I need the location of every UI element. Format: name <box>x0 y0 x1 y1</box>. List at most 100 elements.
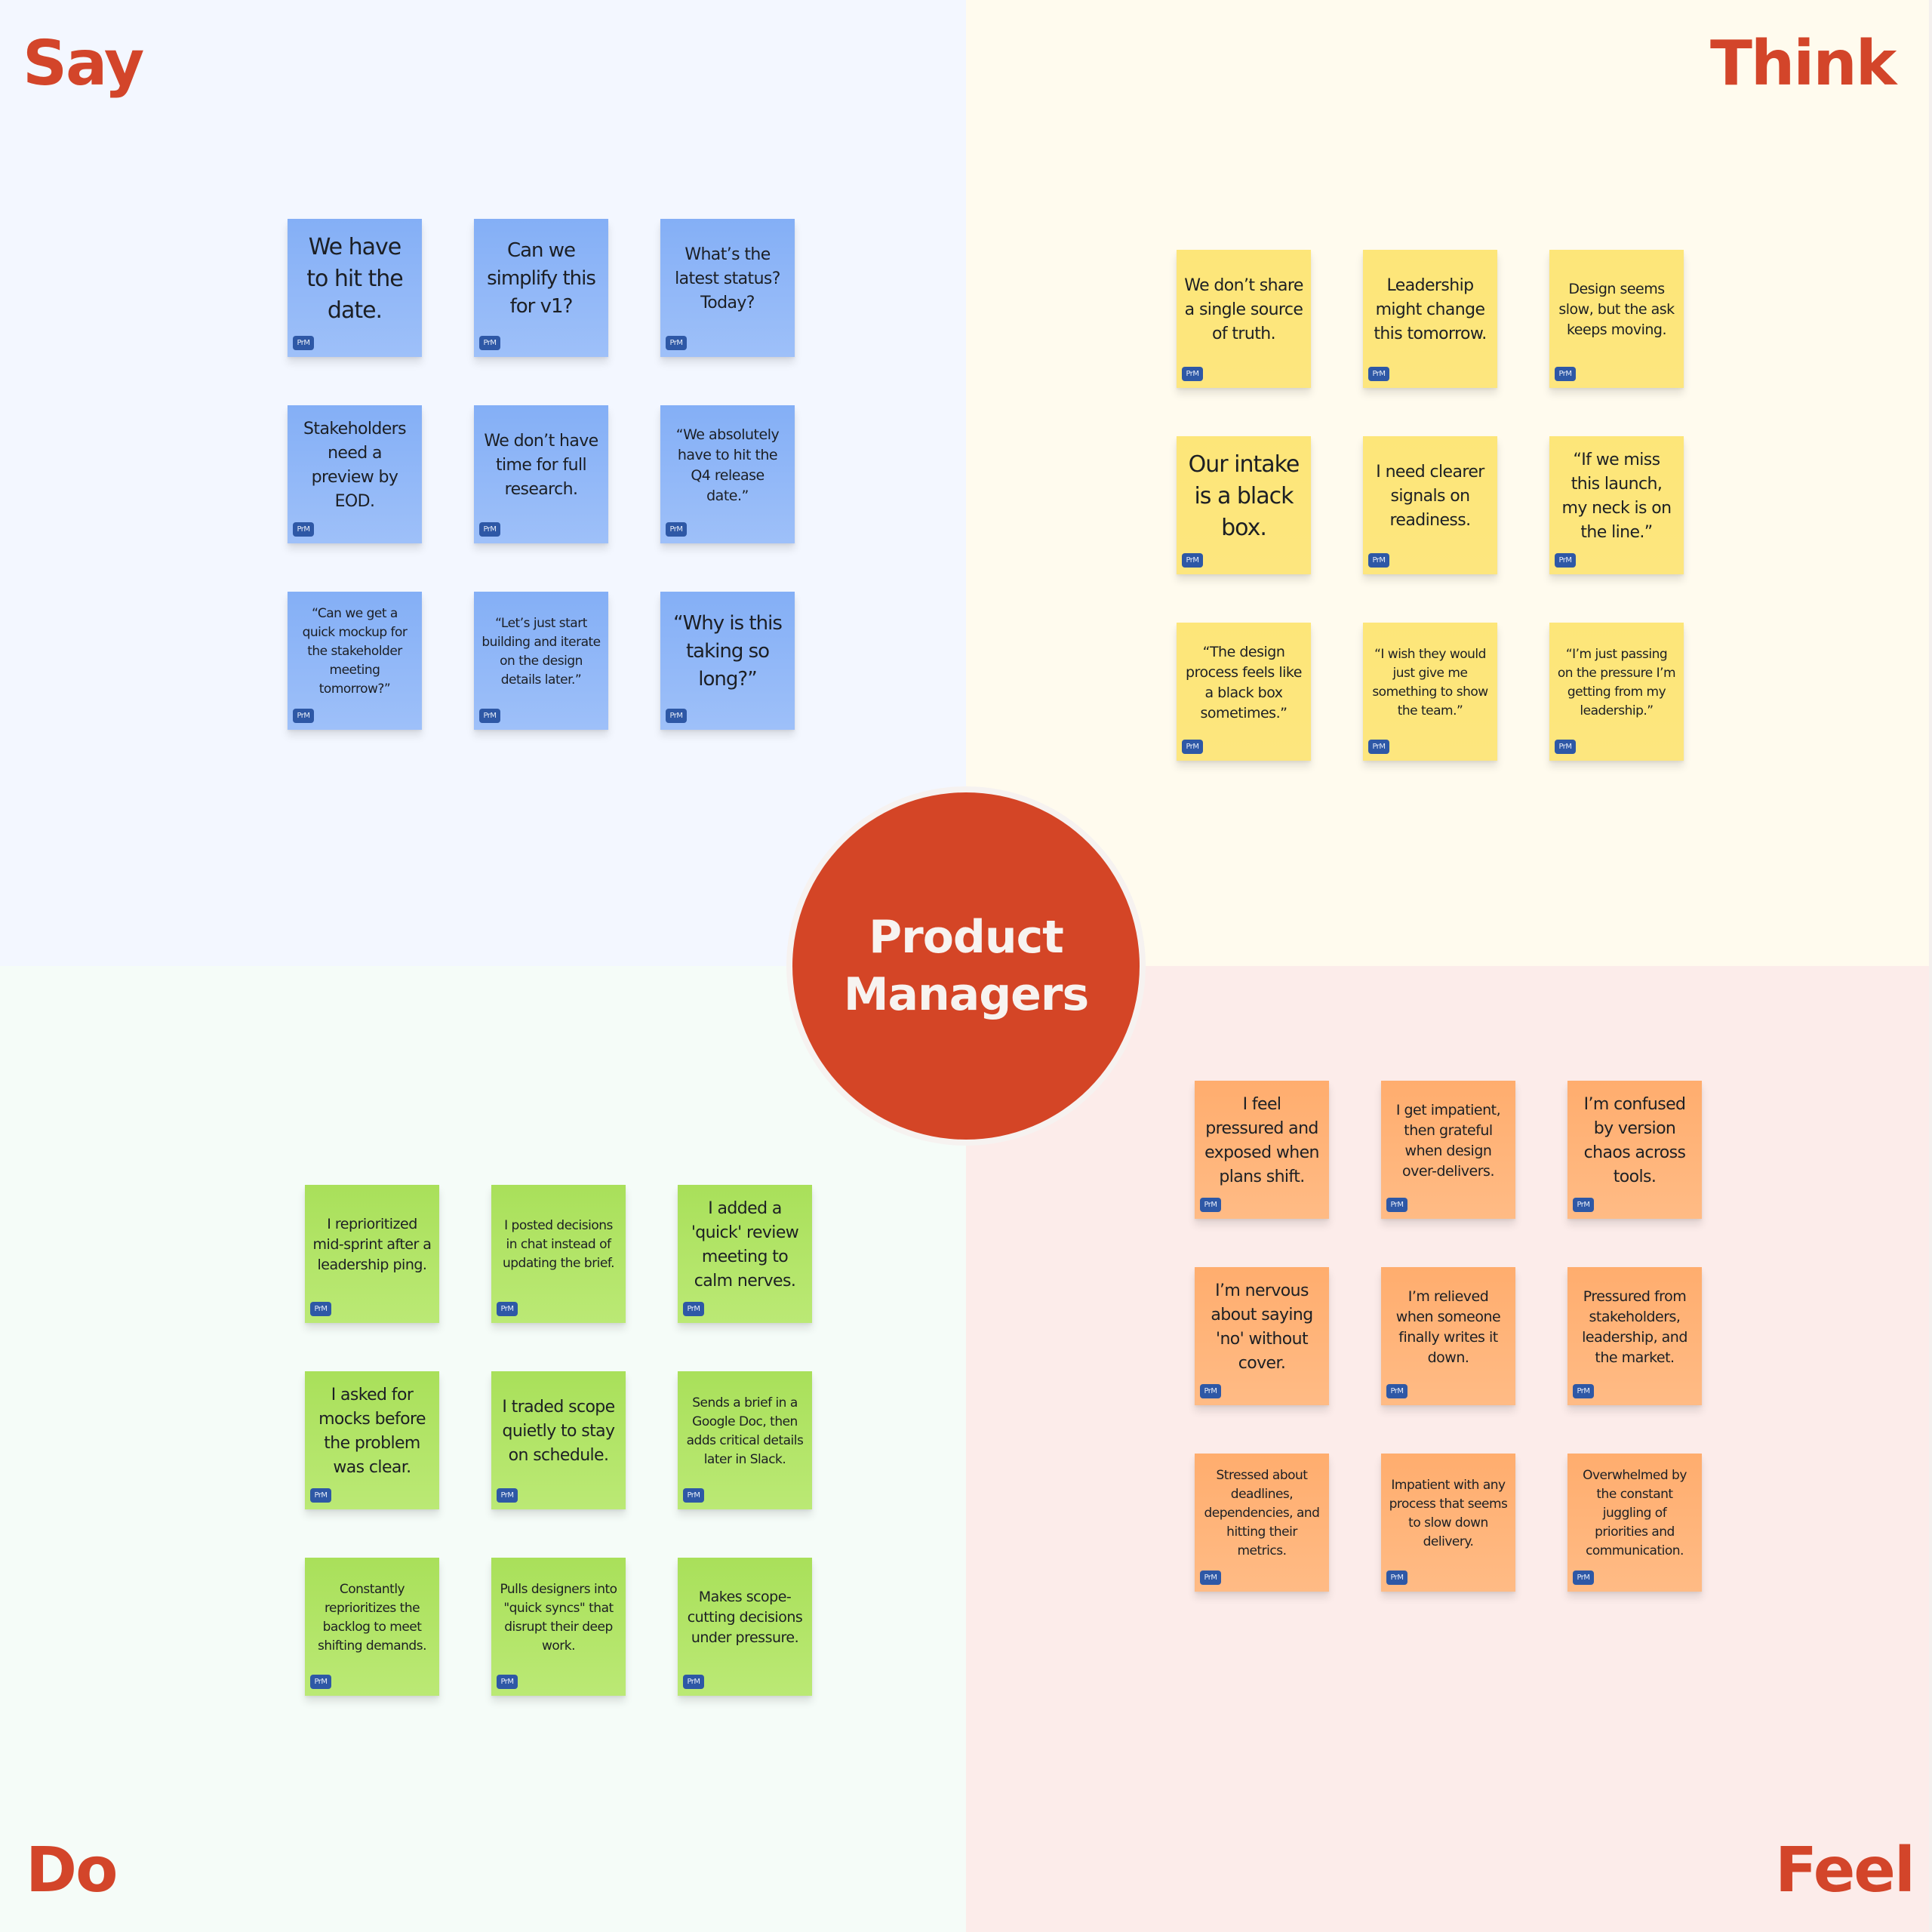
sticky-note-text: Impatient with any process that seems to… <box>1389 1477 1508 1549</box>
sticky-note[interactable]: What’s the latest status? Today? PrM <box>660 219 795 357</box>
sticky-note-text: Can we simplify this for v1? <box>487 239 596 318</box>
sticky-note[interactable]: Sends a brief in a Google Doc, then adds… <box>678 1371 812 1509</box>
sticky-note[interactable]: Leadership might change this tomorrow. P… <box>1363 250 1497 388</box>
sticky-note[interactable]: We don’t share a single source of truth.… <box>1177 250 1311 388</box>
say-label: Say <box>23 28 144 100</box>
sticky-note[interactable]: I need clearer signals on readiness. PrM <box>1363 436 1497 574</box>
sticky-note[interactable]: Stressed about deadlines, dependencies, … <box>1195 1454 1329 1592</box>
author-badge: PrM <box>683 1302 704 1316</box>
author-badge: PrM <box>683 1488 704 1503</box>
sticky-note[interactable]: Pressured from stakeholders, leadership,… <box>1567 1267 1702 1405</box>
author-badge: PrM <box>310 1302 331 1316</box>
sticky-note-text: I need clearer signals on readiness. <box>1376 462 1484 530</box>
sticky-note-text: Pulls designers into "quick syncs" that … <box>500 1581 617 1654</box>
sticky-note-text: Our intake is a black box. <box>1188 451 1300 541</box>
author-badge: PrM <box>1555 553 1576 568</box>
sticky-note[interactable]: I get impatient, then grateful when desi… <box>1381 1081 1515 1219</box>
author-badge: PrM <box>1573 1198 1594 1212</box>
sticky-note-text: “Why is this taking so long?” <box>673 612 783 691</box>
author-badge: PrM <box>1368 553 1389 568</box>
sticky-note-text: “If we miss this launch, my neck is on t… <box>1561 450 1672 542</box>
sticky-note-text: I asked for mocks before the problem was… <box>318 1385 426 1477</box>
sticky-note[interactable]: Impatient with any process that seems to… <box>1381 1454 1515 1592</box>
sticky-note-text: “Can we get a quick mockup for the stake… <box>302 606 408 697</box>
do-quadrant <box>0 966 966 1932</box>
sticky-note-text: I traded scope quietly to stay on schedu… <box>502 1397 615 1465</box>
sticky-note[interactable]: I traded scope quietly to stay on schedu… <box>491 1371 626 1509</box>
sticky-note[interactable]: I’m confused by version chaos across too… <box>1567 1081 1702 1219</box>
sticky-note[interactable]: Pulls designers into "quick syncs" that … <box>491 1558 626 1696</box>
sticky-note[interactable]: I added a 'quick' review meeting to calm… <box>678 1185 812 1323</box>
author-badge: PrM <box>1368 367 1389 381</box>
center-persona-circle[interactable]: Product Managers <box>792 792 1140 1140</box>
persona-title: Product Managers <box>843 911 1089 1021</box>
sticky-note-text: I’m confused by version chaos across too… <box>1583 1094 1686 1186</box>
author-badge: PrM <box>1386 1198 1407 1212</box>
sticky-note-text: Sends a brief in a Google Doc, then adds… <box>686 1395 804 1467</box>
author-badge: PrM <box>1182 740 1203 754</box>
sticky-note[interactable]: We have to hit the date. PrM <box>288 219 422 357</box>
sticky-note-text: “The design process feels like a black b… <box>1186 643 1302 721</box>
sticky-note[interactable]: “Why is this taking so long?” PrM <box>660 592 795 730</box>
sticky-note[interactable]: I feel pressured and exposed when plans … <box>1195 1081 1329 1219</box>
canvas-edge <box>1929 0 1932 1932</box>
author-badge: PrM <box>479 522 500 537</box>
author-badge: PrM <box>497 1488 518 1503</box>
sticky-note[interactable]: Our intake is a black box. PrM <box>1177 436 1311 574</box>
sticky-note-text: I feel pressured and exposed when plans … <box>1204 1094 1319 1186</box>
sticky-note[interactable]: We don’t have time for full research. Pr… <box>474 405 608 543</box>
author-badge: PrM <box>1182 367 1203 381</box>
sticky-note[interactable]: “If we miss this launch, my neck is on t… <box>1549 436 1684 574</box>
sticky-note-text: We don’t have time for full research. <box>484 431 598 499</box>
sticky-note[interactable]: “Let’s just start building and iterate o… <box>474 592 608 730</box>
sticky-note-text: Stressed about deadlines, dependencies, … <box>1204 1468 1320 1558</box>
sticky-note-text: Stakeholders need a preview by EOD. <box>303 419 406 511</box>
author-badge: PrM <box>1555 367 1576 381</box>
author-badge: PrM <box>310 1675 331 1689</box>
sticky-note-text: Leadership might change this tomorrow. <box>1374 275 1487 343</box>
sticky-note-text: “We absolutely have to hit the Q4 releas… <box>675 426 780 504</box>
sticky-note-text: I posted decisions in chat instead of up… <box>502 1218 615 1271</box>
sticky-note[interactable]: “I’m just passing on the pressure I’m ge… <box>1549 623 1684 761</box>
author-badge: PrM <box>310 1488 331 1503</box>
sticky-note[interactable]: I’m relieved when someone finally writes… <box>1381 1267 1515 1405</box>
author-badge: PrM <box>293 336 314 350</box>
sticky-note[interactable]: I reprioritized mid-sprint after a leade… <box>305 1185 439 1323</box>
author-badge: PrM <box>1200 1198 1221 1212</box>
author-badge: PrM <box>479 709 500 723</box>
sticky-note-text: Design seems slow, but the ask keeps mov… <box>1558 281 1675 338</box>
sticky-note[interactable]: I asked for mocks before the problem was… <box>305 1371 439 1509</box>
sticky-note-text: Pressured from stakeholders, leadership,… <box>1582 1287 1687 1366</box>
sticky-note-text: I reprioritized mid-sprint after a leade… <box>312 1216 432 1273</box>
sticky-note-text: I’m nervous about saying 'no' without co… <box>1211 1281 1313 1373</box>
author-badge: PrM <box>666 522 687 537</box>
sticky-note-text: “Let’s just start building and iterate o… <box>481 615 601 688</box>
author-badge: PrM <box>1200 1384 1221 1398</box>
sticky-note[interactable]: I’m nervous about saying 'no' without co… <box>1195 1267 1329 1405</box>
author-badge: PrM <box>1182 553 1203 568</box>
sticky-note[interactable]: I posted decisions in chat instead of up… <box>491 1185 626 1323</box>
author-badge: PrM <box>666 709 687 723</box>
sticky-note[interactable]: Stakeholders need a preview by EOD. PrM <box>288 405 422 543</box>
sticky-note[interactable]: Makes scope-cutting decisions under pres… <box>678 1558 812 1696</box>
author-badge: PrM <box>683 1675 704 1689</box>
sticky-note[interactable]: “Can we get a quick mockup for the stake… <box>288 592 422 730</box>
sticky-note-text: I added a 'quick' review meeting to calm… <box>691 1198 799 1291</box>
author-badge: PrM <box>1555 740 1576 754</box>
sticky-note[interactable]: Design seems slow, but the ask keeps mov… <box>1549 250 1684 388</box>
sticky-note[interactable]: Constantly reprioritizes the backlog to … <box>305 1558 439 1696</box>
author-badge: PrM <box>1386 1571 1407 1585</box>
sticky-note[interactable]: “The design process feels like a black b… <box>1177 623 1311 761</box>
sticky-note[interactable]: Overwhelmed by the constant juggling of … <box>1567 1454 1702 1592</box>
sticky-note-text: “I wish they would just give me somethin… <box>1372 646 1488 718</box>
author-badge: PrM <box>1573 1571 1594 1585</box>
sticky-note-text: Overwhelmed by the constant juggling of … <box>1583 1468 1687 1558</box>
author-badge: PrM <box>497 1675 518 1689</box>
sticky-note[interactable]: Can we simplify this for v1? PrM <box>474 219 608 357</box>
sticky-note-text: What’s the latest status? Today? <box>675 245 780 312</box>
sticky-note[interactable]: “I wish they would just give me somethin… <box>1363 623 1497 761</box>
author-badge: PrM <box>1573 1384 1594 1398</box>
think-label: Think <box>1710 28 1897 100</box>
author-badge: PrM <box>479 336 500 350</box>
sticky-note[interactable]: “We absolutely have to hit the Q4 releas… <box>660 405 795 543</box>
